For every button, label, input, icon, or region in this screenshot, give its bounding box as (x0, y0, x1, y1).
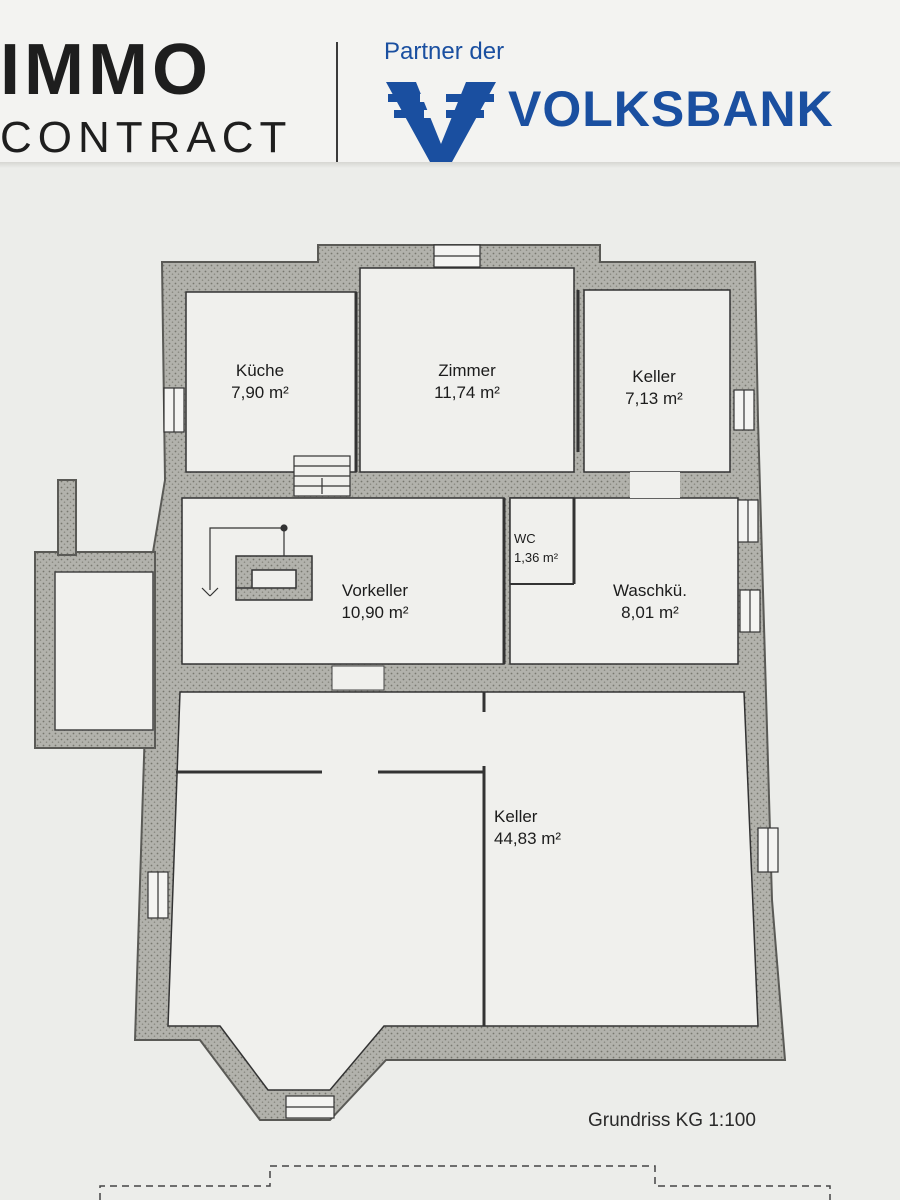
room-keller2-floor (167, 691, 759, 1091)
room-name: Zimmer (438, 361, 496, 380)
annex-post (57, 479, 77, 556)
stairs (293, 455, 351, 497)
room-area: 8,01 m² (621, 603, 679, 623)
room-name: Keller (494, 807, 538, 826)
room-keller2-label: Keller 44,83 m² (494, 806, 604, 850)
paper-edge (0, 162, 900, 168)
room-kueche-label: Küche 7,90 m² (215, 360, 305, 404)
room-zimmer-label: Zimmer 11,74 m² (412, 360, 522, 404)
partner-text: Partner der (384, 38, 505, 65)
room-area: 1,36 m² (514, 549, 559, 565)
pipe-lines (201, 524, 288, 597)
room-name: Vorkeller (341, 581, 409, 600)
room-kueche-floor (185, 291, 357, 473)
room-name: WC (514, 531, 536, 546)
room-waschkue-floor (509, 497, 739, 665)
room-wc-label: WC 1,36 m² (514, 530, 574, 568)
room-name: Küche (235, 361, 285, 380)
room-vorkeller-label: Vorkeller 10,90 m² (325, 580, 425, 624)
chimney-block (235, 555, 313, 601)
volksbank-name: VOLKSBANK (508, 81, 834, 137)
doorway-keller1 (630, 472, 680, 498)
brand-immo: IMMO (0, 30, 212, 110)
room-area: 44,83 m² (494, 829, 562, 849)
brand-contract: CONTRACT (0, 113, 293, 162)
header-divider (336, 42, 338, 162)
windows (147, 244, 779, 1119)
room-name: Keller (632, 367, 676, 386)
room-keller1-label: Keller 7,13 m² (604, 366, 704, 410)
room-area: 11,74 m² (434, 383, 500, 403)
doorway-vorkeller-keller (331, 665, 385, 691)
plan-caption: Grundriss KG 1:100 (588, 1110, 756, 1131)
room-waschkue-label: Waschkü. 8,01 m² (600, 580, 700, 624)
room-zimmer-floor (359, 267, 575, 473)
room-area: 7,90 m² (231, 383, 289, 403)
room-area: 7,13 m² (625, 389, 683, 409)
room-name: Waschkü. (612, 581, 687, 600)
next-plan-outline (99, 1165, 831, 1200)
annex-interior (54, 571, 154, 731)
volksbank-logo-icon (386, 82, 496, 162)
letterhead: IMMO CONTRACT Partner der VOLKSBANK (0, 0, 900, 165)
room-area: 10,90 m² (341, 603, 409, 623)
